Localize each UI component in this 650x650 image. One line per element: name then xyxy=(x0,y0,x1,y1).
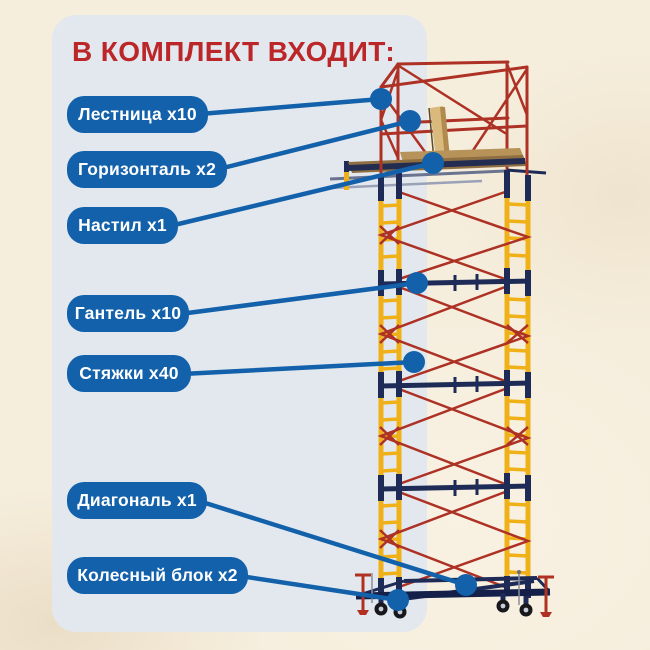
label-dumbbell: Гантель x10 xyxy=(67,295,189,332)
label-diagonal: Диагональ x1 xyxy=(67,482,207,519)
label-deck: Настил x1 xyxy=(67,207,178,244)
label-wheel-block: Колесный блок x2 xyxy=(67,557,248,594)
wheel-base xyxy=(355,570,554,619)
platform-deck xyxy=(348,106,547,175)
label-ladder: Лестница x10 xyxy=(67,96,208,133)
caster-wheels xyxy=(374,593,533,619)
label-horizontal: Горизонталь x2 xyxy=(67,151,227,188)
page-title: В КОМПЛЕКТ ВХОДИТ: xyxy=(72,36,396,67)
label-ties: Стяжки x40 xyxy=(67,355,191,392)
scaffold-tower-illustration xyxy=(329,60,554,619)
